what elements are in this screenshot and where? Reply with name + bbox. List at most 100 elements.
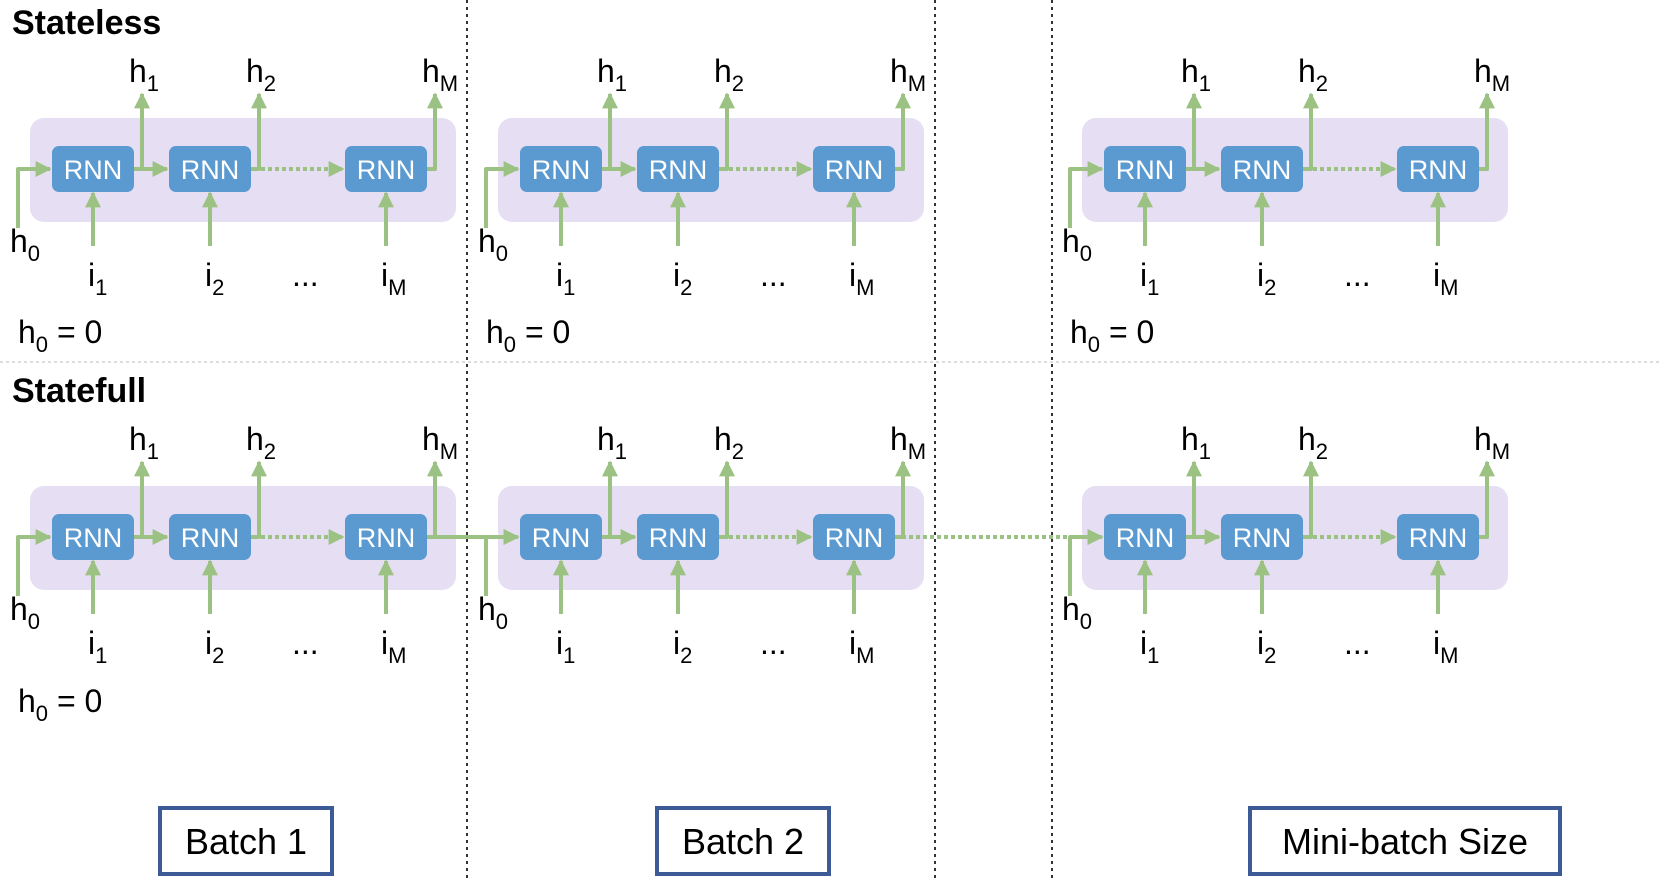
input-label-iM: iM <box>849 257 874 300</box>
output-label-h2: h2 <box>714 53 744 96</box>
rnn-cell <box>1397 146 1479 192</box>
rnn-cell-label: RNN <box>532 523 591 553</box>
h0-label: h0 <box>10 591 40 634</box>
rnn-cell <box>520 514 602 560</box>
rnn-cell <box>52 514 134 560</box>
input-label-i2: i2 <box>205 257 224 300</box>
input-label-i1: i1 <box>556 257 575 300</box>
output-arrow <box>1479 460 1495 539</box>
rnn-cell <box>637 146 719 192</box>
rnn-cell-label: RNN <box>357 523 416 553</box>
rnn-cell-label: RNN <box>357 155 416 185</box>
h0-equals-zero: h0 = 0 <box>486 314 570 357</box>
output-arrow <box>1303 92 1319 171</box>
input-label-i1: i1 <box>88 625 107 668</box>
output-label-h2: h2 <box>1298 53 1328 96</box>
output-label-hM: hM <box>422 421 458 464</box>
batch-label-box <box>655 806 831 876</box>
ellipsis: ... <box>760 625 787 661</box>
rnn-cell-label: RNN <box>1116 523 1175 553</box>
output-arrow <box>251 460 267 539</box>
rnn-cell <box>813 146 895 192</box>
ellipsis: ... <box>292 257 319 293</box>
output-label-hM: hM <box>1474 421 1510 464</box>
h0-equals-zero: h0 = 0 <box>18 683 102 726</box>
output-arrow <box>427 92 443 171</box>
output-label-h2: h2 <box>714 421 744 464</box>
input-label-i2: i2 <box>673 625 692 668</box>
output-arrow <box>719 92 735 171</box>
rnn-cell-label: RNN <box>825 523 884 553</box>
input-label-i1: i1 <box>88 257 107 300</box>
h0-label: h0 <box>478 223 508 266</box>
h0-equals-zero: h0 = 0 <box>18 314 102 357</box>
output-label-hM: hM <box>422 53 458 96</box>
input-label-i2: i2 <box>1257 257 1276 300</box>
rnn-cell <box>520 146 602 192</box>
input-label-i2: i2 <box>205 625 224 668</box>
input-label-i2: i2 <box>673 257 692 300</box>
rnn-cell-label: RNN <box>649 155 708 185</box>
rnn-cell-label: RNN <box>1409 523 1468 553</box>
batch-label: Batch 1 <box>185 821 307 862</box>
rnn-cell-label: RNN <box>1233 155 1292 185</box>
input-label-i1: i1 <box>1140 257 1159 300</box>
h0-label: h0 <box>10 223 40 266</box>
input-label-iM: iM <box>849 625 874 668</box>
h0-input-arrow <box>1068 161 1104 228</box>
rnn-cell-label: RNN <box>825 155 884 185</box>
rnn-cell <box>169 514 251 560</box>
rnn-cell-label: RNN <box>181 523 240 553</box>
rnn-cell <box>1104 514 1186 560</box>
h0-input-arrow <box>484 161 520 228</box>
output-label-h1: h1 <box>1181 421 1211 464</box>
output-arrow <box>251 92 267 171</box>
output-label-h2: h2 <box>246 421 276 464</box>
rnn-cell <box>1221 146 1303 192</box>
ellipsis: ... <box>292 625 319 661</box>
h0-equals-zero: h0 = 0 <box>1070 314 1154 357</box>
input-label-i2: i2 <box>1257 625 1276 668</box>
batch-label: Mini-batch Size <box>1282 821 1528 862</box>
output-label-h1: h1 <box>597 53 627 96</box>
rnn-cell <box>1397 514 1479 560</box>
output-label-h1: h1 <box>129 421 159 464</box>
output-arrow <box>1479 92 1495 171</box>
rnn-cell <box>345 146 427 192</box>
rnn-cell-label: RNN <box>1116 155 1175 185</box>
ellipsis: ... <box>1344 625 1371 661</box>
input-label-iM: iM <box>381 625 406 668</box>
output-label-h1: h1 <box>597 421 627 464</box>
h0-label: h0 <box>1062 591 1092 634</box>
rnn-cell <box>169 146 251 192</box>
output-label-hM: hM <box>890 53 926 96</box>
rnn-cell <box>637 514 719 560</box>
rnn-cell-label: RNN <box>649 523 708 553</box>
rnn-cell-label: RNN <box>532 155 591 185</box>
input-label-iM: iM <box>1433 257 1458 300</box>
output-label-hM: hM <box>1474 53 1510 96</box>
input-label-iM: iM <box>1433 625 1458 668</box>
section-title-statefull: Statefull <box>12 372 146 410</box>
rnn-cell-label: RNN <box>1409 155 1468 185</box>
output-label-h1: h1 <box>129 53 159 96</box>
input-label-iM: iM <box>381 257 406 300</box>
rnn-cell-label: RNN <box>1233 523 1292 553</box>
ellipsis: ... <box>760 257 787 293</box>
rnn-cell <box>813 514 895 560</box>
output-label-h2: h2 <box>1298 421 1328 464</box>
ellipsis: ... <box>1344 257 1371 293</box>
rnn-cell <box>1221 514 1303 560</box>
rnn-cell-label: RNN <box>64 523 123 553</box>
output-label-h1: h1 <box>1181 53 1211 96</box>
rnn-cell-label: RNN <box>64 155 123 185</box>
rnn-cell <box>345 514 427 560</box>
output-arrow <box>1303 460 1319 539</box>
rnn-cell <box>52 146 134 192</box>
output-label-hM: hM <box>890 421 926 464</box>
h0-input-arrow <box>16 529 52 596</box>
section-title-stateless: Stateless <box>12 4 161 42</box>
h0-input-arrow <box>16 161 52 228</box>
output-arrow <box>719 460 735 539</box>
